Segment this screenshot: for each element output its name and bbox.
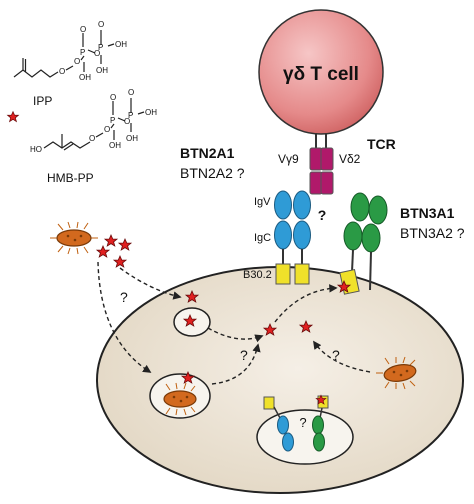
btn3a2-subtitle: BTN3A2 ? (400, 225, 465, 241)
btn3a1-title: BTN3A1 (400, 205, 455, 221)
ipp-atom-p1: P (80, 48, 85, 57)
ipp-atom-o1: O (59, 67, 65, 76)
hmbpp-structure (43, 98, 145, 151)
arrow-bacteria-vesicle-up (211, 343, 261, 385)
vg9-label: Vγ9 (278, 152, 299, 166)
ipp-atom-p2: P (98, 43, 103, 52)
pag-star-3 (95, 245, 111, 258)
inner-vesicle-question: ? (299, 415, 306, 430)
pag-star-8 (262, 323, 278, 336)
vd2-label: Vδ2 (339, 152, 361, 166)
tcr-question: ? (318, 207, 327, 223)
hmbpp-label: HMB-PP (47, 171, 94, 185)
igc-label: IgC (254, 232, 271, 244)
hmbpp-atom-o3: O (110, 93, 116, 102)
arrow-right-bacteria-up (313, 340, 371, 373)
pag-star-7 (180, 371, 196, 384)
pag-star-6 (182, 314, 198, 327)
t-cell-label: γδ T cell (283, 64, 359, 85)
question-left-path: ? (120, 289, 128, 305)
arrow-bacteria-to-vesicle (97, 261, 152, 373)
ipp-structure (13, 30, 115, 78)
arrow-cytosol-to-btn3 (274, 284, 338, 323)
hmbpp-atom-o1: O (89, 134, 95, 143)
ipp-atom-o2: O (74, 57, 80, 66)
ipp-label: IPP (33, 94, 52, 108)
hmbpp-atom-p2: P (128, 111, 133, 120)
hmbpp-atom-o2: O (104, 125, 110, 134)
pag-star-5 (184, 290, 200, 303)
hmbpp-atom-oh3: OH (109, 141, 121, 150)
btn2a1-molecule (274, 190, 311, 285)
pag-star-9 (298, 320, 314, 333)
tcr-receptor (309, 133, 334, 195)
arrow-bacteria-to-cell (119, 267, 182, 300)
hmbpp-atom-o4: O (124, 117, 130, 126)
inner-btn-complex (263, 395, 329, 452)
arrow-vesicle-to-cytosol (207, 327, 264, 343)
b302-label: B30.2 (243, 269, 272, 281)
bacterium-right (376, 356, 417, 390)
btn2a2-subtitle: BTN2A2 ? (180, 165, 245, 181)
question-right-path: ? (332, 347, 340, 363)
pag-star-4 (112, 255, 128, 268)
ipp-atom-o4: O (94, 49, 100, 58)
ipp-atom-o5: O (98, 20, 104, 29)
btn2a1-title: BTN2A1 (180, 145, 235, 161)
ipp-atom-oh3: OH (79, 73, 91, 82)
gd-t-cell (258, 9, 384, 135)
igv-label: IgV (254, 196, 271, 208)
hmbpp-atom-oh1: OH (145, 108, 157, 117)
pag-star-btn3 (336, 280, 352, 293)
hmbpp-atom-oh2: OH (126, 134, 138, 143)
pag-star-inner (315, 394, 327, 405)
ipp-atom-oh1: OH (115, 40, 127, 49)
pag-star-1 (103, 234, 119, 247)
tcr-label: TCR (367, 136, 396, 152)
bacterium-in-vesicle (163, 382, 197, 416)
hmbpp-atom-ho: HO (30, 145, 42, 154)
hmbpp-atom-p1: P (110, 116, 115, 125)
hmbpp-atom-o5: O (128, 88, 134, 97)
bacterium-top-left (50, 221, 98, 255)
pag-star-2 (117, 238, 133, 251)
question-vesicle-path: ? (240, 347, 248, 363)
ipp-atom-oh2: OH (96, 66, 108, 75)
ipp-atom-o3: O (80, 25, 86, 34)
pag-star-legend (6, 110, 20, 123)
